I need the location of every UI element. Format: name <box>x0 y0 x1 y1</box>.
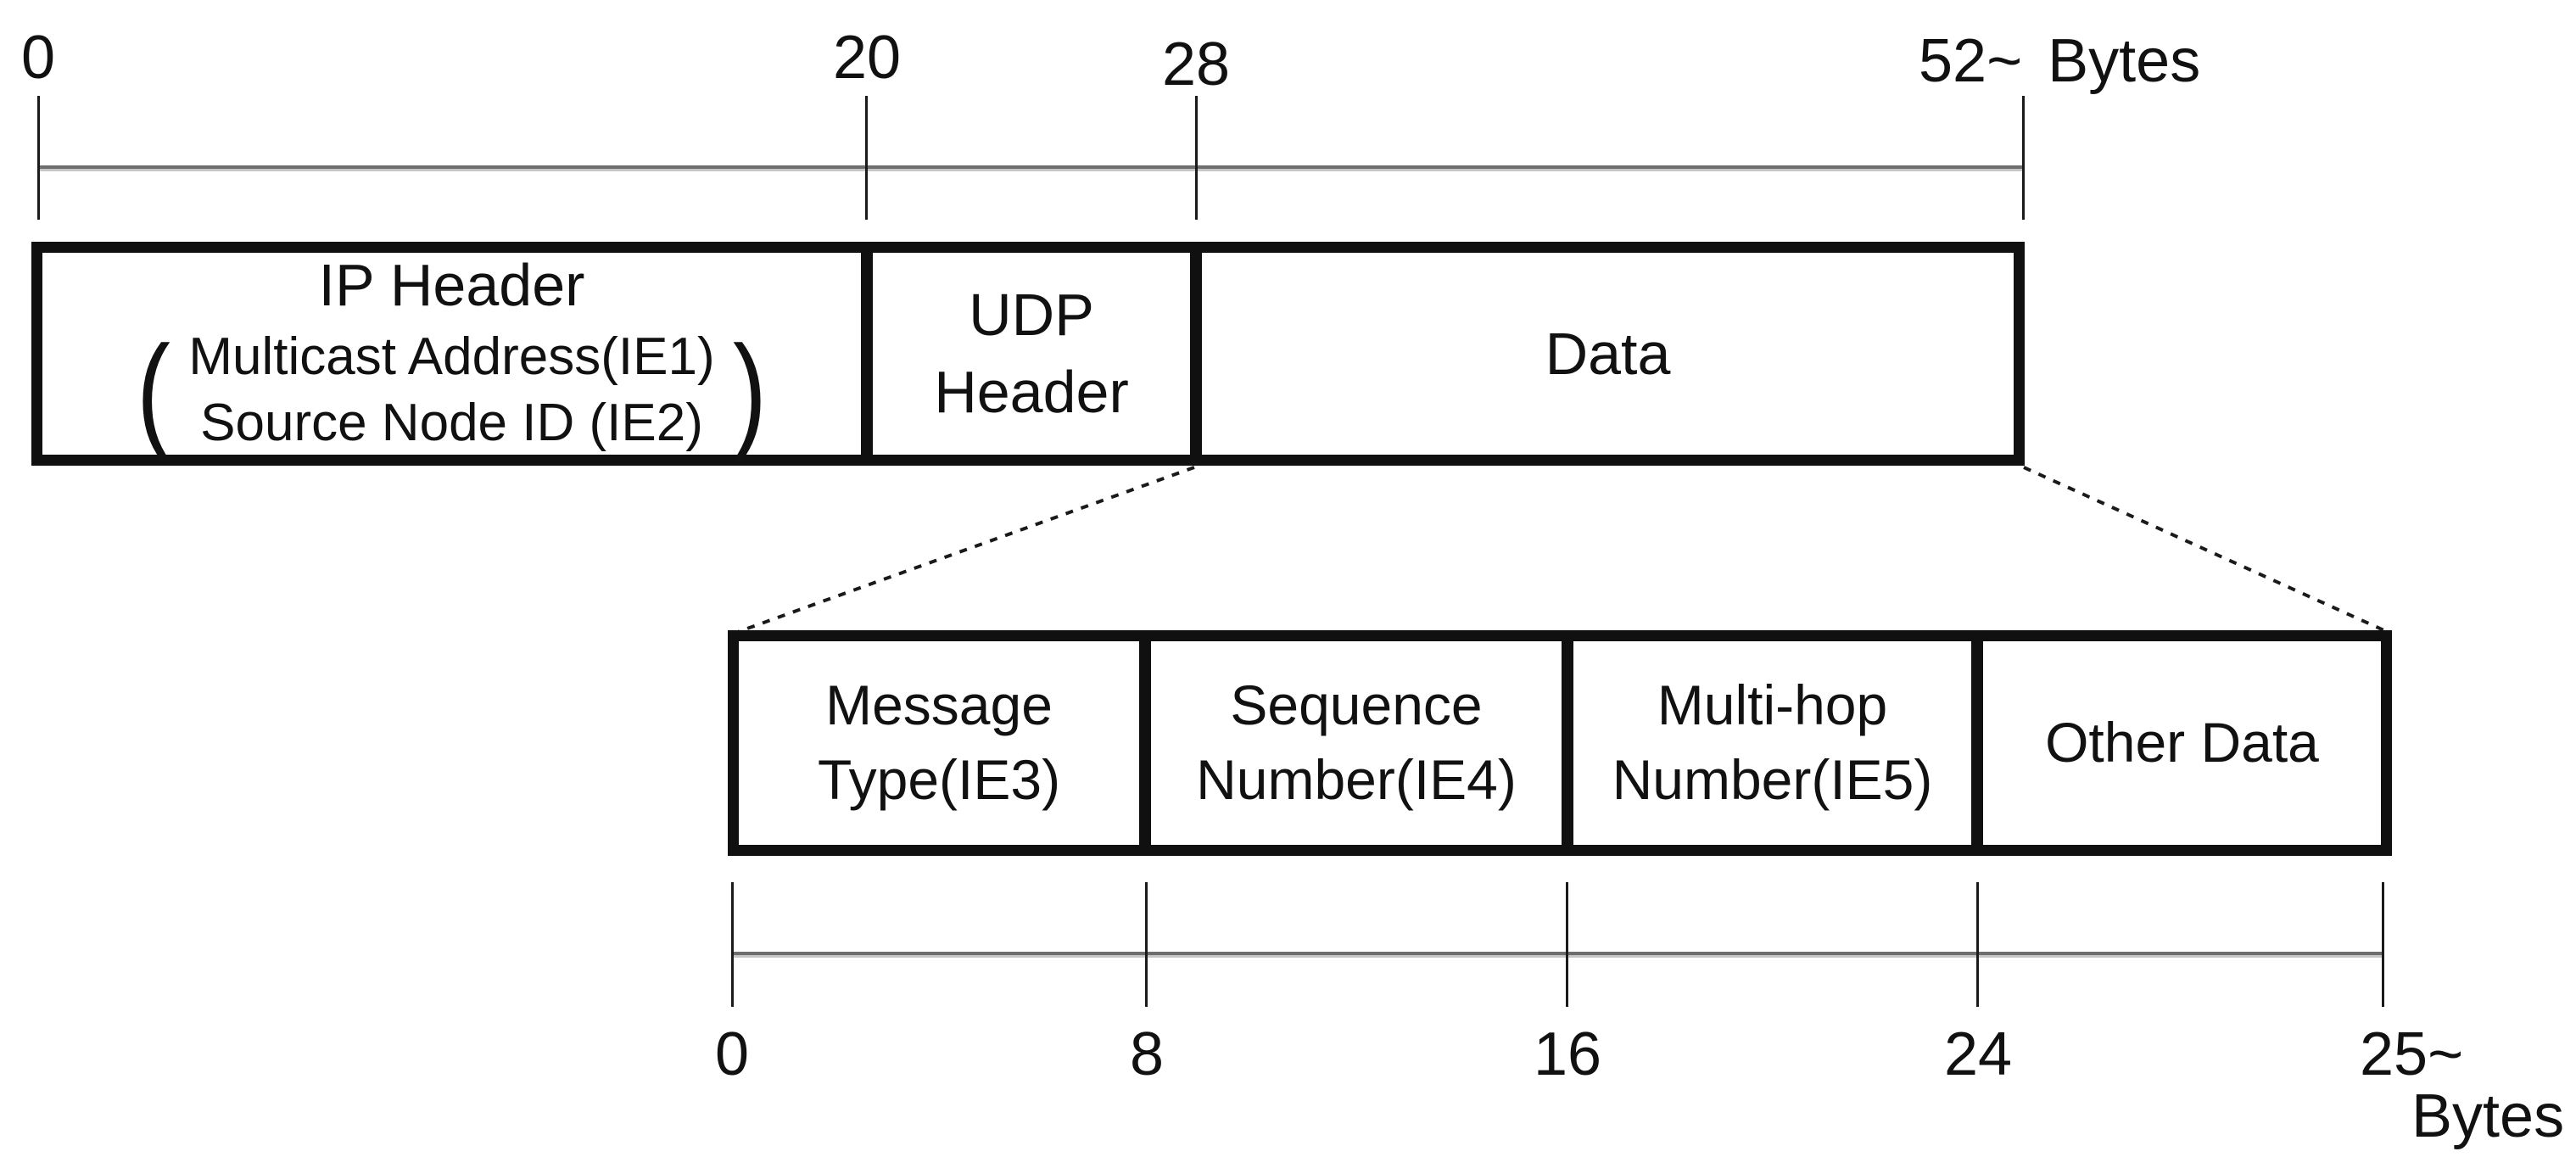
field-sequence-number: Sequence Number(IE4) <box>1151 641 1562 845</box>
dashed-line-right <box>2023 466 2390 634</box>
field-multi-hop-number: Multi-hop Number(IE5) <box>1573 641 1971 845</box>
packet-divider-ip-udp <box>861 253 873 455</box>
close-paren-glyph: ) <box>732 319 767 462</box>
bottom-ruler-label-16: 16 <box>1533 1020 1602 1088</box>
bottom-ruler-label-0: 0 <box>714 1020 750 1088</box>
bottom-ruler-tick-25 <box>2382 882 2384 1007</box>
bottom-ruler-tick-0 <box>731 882 734 1007</box>
top-ruler-tick-52 <box>2022 96 2025 220</box>
sequence-number-line2: Number(IE4) <box>1196 748 1517 811</box>
other-data-label: Other Data <box>2045 711 2319 774</box>
bottom-ruler-label-25: 25~ <box>2360 1020 2464 1088</box>
top-ruler-label-28: 28 <box>1161 31 1231 98</box>
bottom-ruler-unit: Bytes <box>2411 1082 2565 1150</box>
bottom-ruler-tick-16 <box>1566 882 1568 1007</box>
udp-header-line2: Header <box>934 359 1129 425</box>
message-type-line2: Type(IE3) <box>817 748 1061 811</box>
multi-hop-line2: Number(IE5) <box>1612 748 1933 811</box>
payload-box: Message Type(IE3) Sequence Number(IE4) M… <box>728 630 2392 856</box>
top-ruler-unit: Bytes <box>2048 27 2201 95</box>
top-ruler-tick-28 <box>1195 96 1198 220</box>
top-ruler-label-0: 0 <box>20 24 56 92</box>
payload-divider-3 <box>1971 641 1983 845</box>
ip-header-title: IP Header <box>318 251 585 318</box>
ip-multicast-address-label: Multicast Address(IE1) <box>188 327 715 387</box>
bottom-ruler-tick-8 <box>1145 882 1148 1007</box>
multi-hop-line1: Multi-hop <box>1657 674 1888 737</box>
bottom-ruler-line <box>732 952 2383 958</box>
field-message-type: Message Type(IE3) <box>739 641 1139 845</box>
data-label: Data <box>1545 320 1671 387</box>
bottom-ruler-tick-24 <box>1976 882 1979 1007</box>
field-ip-header: IP Header ( Multicast Address(IE1) Sourc… <box>42 251 861 456</box>
bottom-ruler-label-24: 24 <box>1943 1020 2013 1088</box>
top-ruler-line <box>38 165 2024 171</box>
dashed-line-left <box>735 466 1195 634</box>
message-type-line1: Message <box>825 674 1053 737</box>
packet-box: IP Header ( Multicast Address(IE1) Sourc… <box>31 242 2025 466</box>
open-paren-glyph: ( <box>137 319 171 462</box>
field-other-data: Other Data <box>1983 641 2381 845</box>
top-ruler-tick-20 <box>865 96 868 220</box>
top-ruler-end-value: 52~ <box>1919 27 2023 95</box>
ip-source-node-id-label: Source Node ID (IE2) <box>200 394 703 453</box>
top-ruler-tick-0 <box>37 96 40 220</box>
payload-divider-1 <box>1139 641 1151 845</box>
udp-header-line1: UDP <box>969 282 1094 348</box>
bottom-ruler-label-8: 8 <box>1129 1020 1165 1088</box>
payload-divider-2 <box>1562 641 1573 845</box>
field-data: Data <box>1202 253 2014 455</box>
sequence-number-line1: Sequence <box>1230 674 1483 737</box>
top-ruler-label-52-bytes: 52~Bytes <box>1919 31 2200 92</box>
field-udp-header: UDP Header <box>873 253 1190 455</box>
top-ruler-label-20: 20 <box>832 24 902 92</box>
packet-divider-udp-data <box>1190 253 1202 455</box>
ip-header-detail-group: ( Multicast Address(IE1) Source Node ID … <box>127 324 775 456</box>
